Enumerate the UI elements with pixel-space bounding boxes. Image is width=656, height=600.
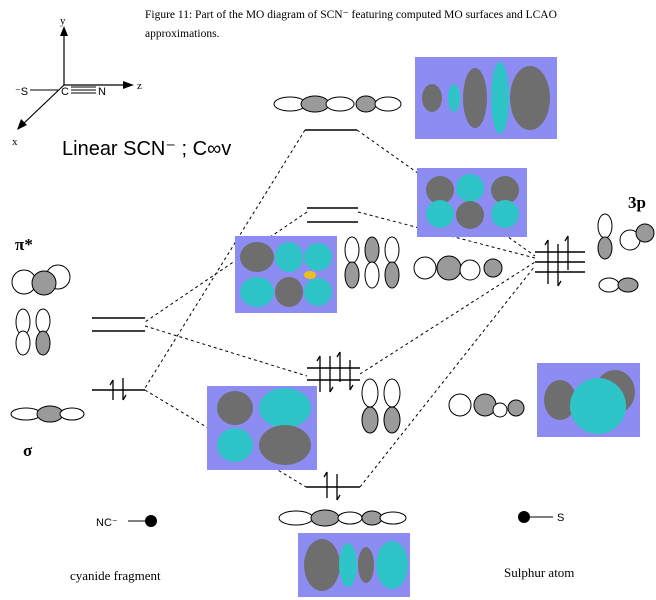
lcao-pi-sideways xyxy=(413,255,503,281)
s-atom-label: S xyxy=(557,512,564,524)
lcao-s-3p xyxy=(597,213,655,293)
correlation-lines xyxy=(144,129,536,488)
coordinate-axes: y z x ⁻S C N xyxy=(12,15,142,148)
pi-star-label: π* xyxy=(15,235,33,254)
axis-z-label: z xyxy=(137,80,142,92)
lcao-sigma-star xyxy=(273,95,402,113)
axis-x-label: x xyxy=(12,136,18,148)
lcao-cn-pi-star xyxy=(11,264,71,356)
lcao-pi-nonbonding xyxy=(344,236,400,289)
atom-c-label: C xyxy=(61,86,69,98)
mo-surface-sigma-bonding xyxy=(298,533,410,597)
mo-surface-pi-star xyxy=(235,236,337,313)
caption-line-2: approximations. xyxy=(145,28,220,40)
lcao-pi-bonding xyxy=(361,378,525,434)
fragment-atom-dot xyxy=(145,515,157,527)
mo-surface-sigma-star xyxy=(415,57,557,139)
atom-s-label: ⁻S xyxy=(15,86,28,98)
axis-y-label: y xyxy=(60,15,66,27)
lcao-sigma-bonding xyxy=(278,509,407,527)
mo-surface-pi-nonbonding xyxy=(417,168,527,237)
sigma-label: σ xyxy=(23,441,33,460)
sulphur-atom-caption: Sulphur atom xyxy=(504,565,574,580)
molecule-title: Linear SCN⁻ ; C∞v xyxy=(62,138,231,160)
3p-label: 3p xyxy=(628,193,646,212)
nc-fragment-label: NC⁻ xyxy=(96,517,118,529)
sulphur-atom-dot xyxy=(518,511,530,523)
energy-levels xyxy=(92,129,585,501)
mo-surface-pi-bonding xyxy=(207,386,317,470)
atom-n-label: N xyxy=(98,86,106,98)
cyanide-fragment-label: cyanide fragment xyxy=(70,568,161,583)
mo-surface-sulphur-lone-pair xyxy=(537,363,640,437)
caption-line-1: Figure 11: Part of the MO diagram of SCN… xyxy=(145,9,557,21)
lcao-cn-sigma xyxy=(10,405,85,423)
